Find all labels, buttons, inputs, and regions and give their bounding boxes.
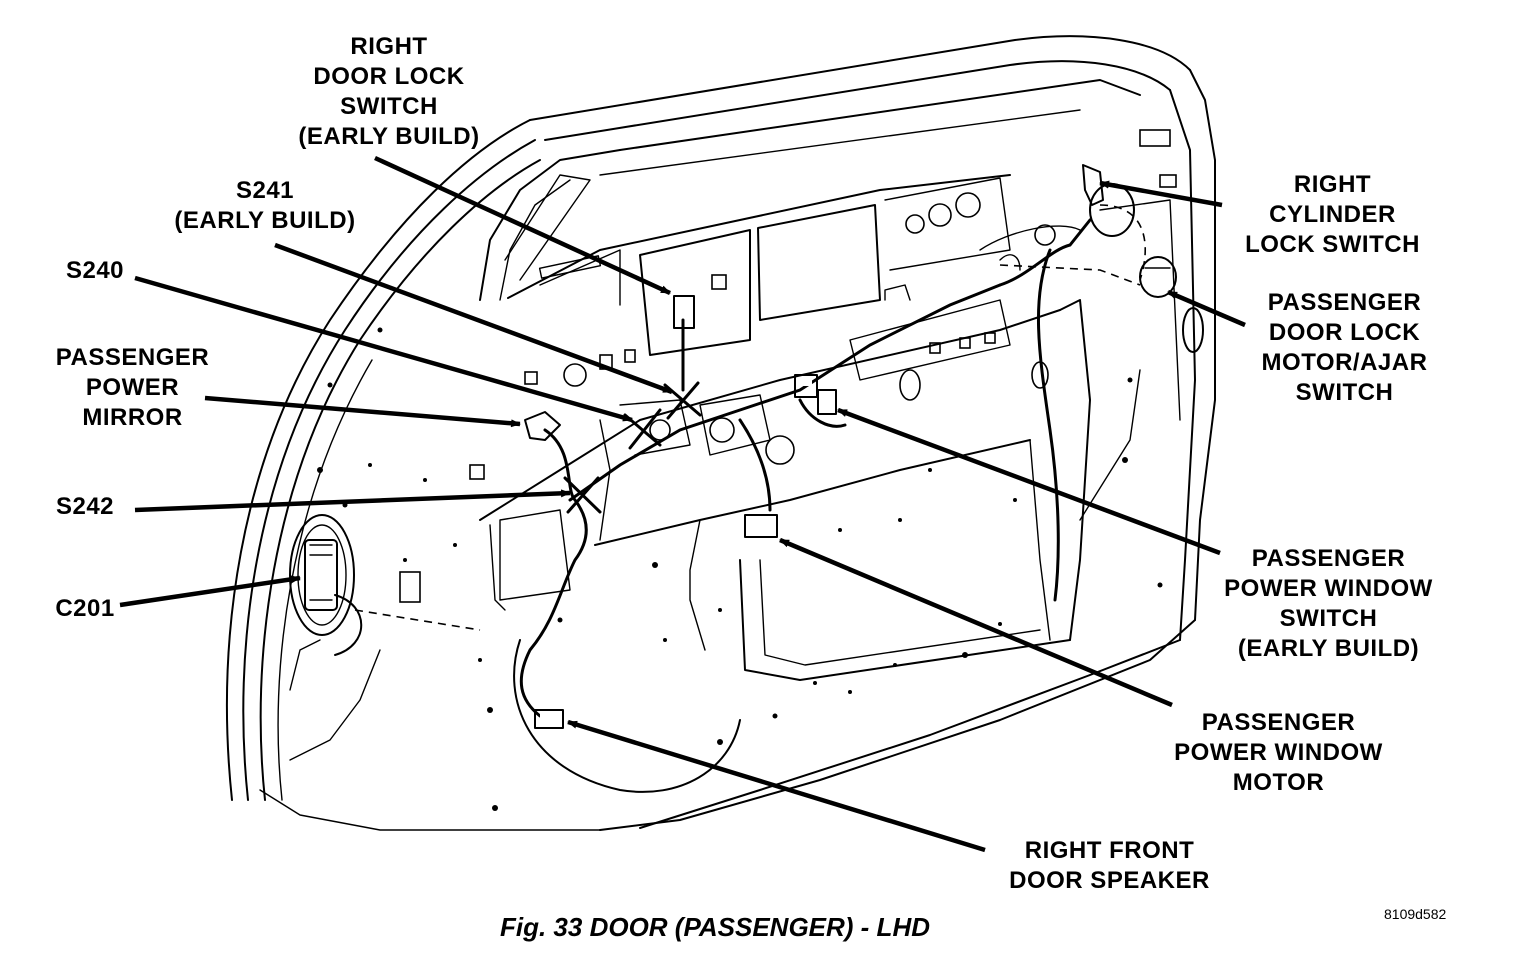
label-passenger-power-window-motor: PASSENGER POWER WINDOW MOTOR [1174,709,1383,796]
speaker-connector [534,709,564,729]
arrow-passenger-power-window-motor [779,537,1173,708]
arrow-passenger-door-lock-motor [1167,289,1246,328]
arrow-right-cylinder-lock-switch [1099,180,1223,208]
passenger-power-mirror-connector [524,411,561,441]
wiring-harness [519,204,1146,718]
arrow-right-front-door-speaker [567,719,986,853]
label-s242: S242 [55,493,115,520]
window-switch-connector [794,374,837,415]
arrow-s240 [134,275,633,423]
label-passenger-door-lock-motor: PASSENGER DOOR LOCK MOTOR/AJAR SWITCH [1261,289,1428,406]
label-passenger-power-mirror: PASSENGER POWER MIRROR [55,344,210,431]
c201-connector [289,514,481,656]
label-right-door-lock-switch: RIGHT DOOR LOCK SWITCH (EARLY BUILD) [298,33,480,150]
figure-caption: Fig. 33 DOOR (PASSENGER) - LHD [500,912,930,942]
window-motor-connector [744,514,778,538]
arrow-s242 [134,489,571,513]
cylinder-lock-switch-part [1082,164,1135,237]
arrow-passenger-power-window-switch [837,407,1221,556]
arrow-passenger-power-mirror [204,395,521,428]
arrow-c201 [119,575,301,608]
label-right-cylinder-lock-switch: RIGHT CYLINDER LOCK SWITCH [1245,171,1420,258]
door-lock-motor-part [1139,256,1204,353]
label-right-front-door-speaker: RIGHT FRONT DOOR SPEAKER [1009,837,1210,894]
arrow-right-door-lock-switch [374,155,671,296]
label-c201: C201 [55,595,115,622]
right-door-lock-switch-part [673,295,695,329]
door-shell [226,35,1216,831]
figure-id: 8109d582 [1384,906,1447,922]
label-s240: S240 [65,257,125,284]
label-s241: S241 (EARLY BUILD) [174,177,356,234]
label-passenger-power-window-switch: PASSENGER POWER WINDOW SWITCH (EARLY BUI… [1224,545,1433,662]
window-frame [479,79,1141,356]
splice-s240-mark [623,408,662,450]
arrow-s241 [274,242,673,395]
splice-s242-mark [563,476,602,514]
leader-arrows [119,155,1246,853]
